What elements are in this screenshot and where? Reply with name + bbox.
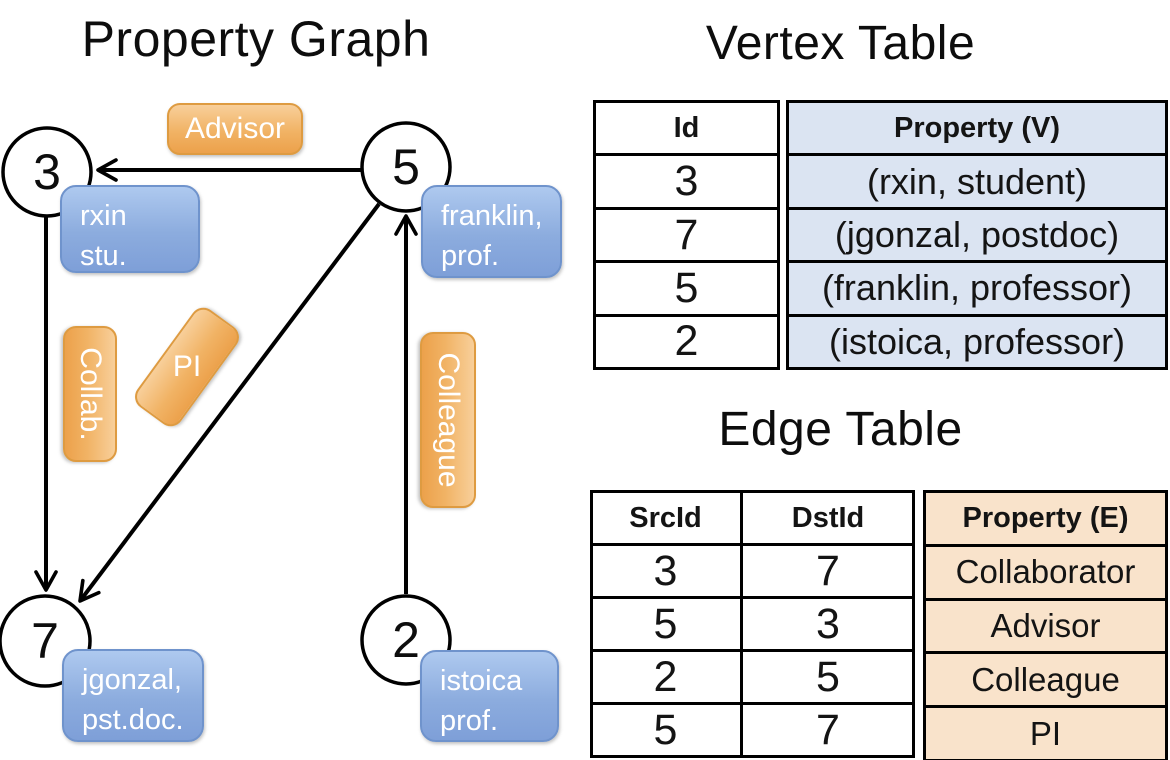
- table-cell: Colleague: [926, 651, 1165, 705]
- edge-label-advisor: Advisor: [167, 103, 303, 155]
- table-cell: 3: [653, 546, 678, 595]
- vertex-property-box-2: istoica prof.: [420, 650, 559, 742]
- table-cell: 3: [739, 599, 914, 649]
- vertex-property-2-line1: istoica: [440, 665, 523, 697]
- vertex-property-3-line1: rxin: [80, 200, 127, 232]
- vertex-id-2: 2: [392, 612, 420, 668]
- edge-label-colleague: Colleague: [420, 332, 476, 508]
- vertex-table-property-header: Property (V): [894, 111, 1060, 144]
- vertex-table-title: Vertex Table: [705, 17, 976, 70]
- edge-table-property-header: Property (E): [962, 501, 1129, 534]
- table-cell: (franklin, professor): [789, 260, 1165, 313]
- vertex-table-property-column: Property (V) (rxin, student) (jgonzal, p…: [786, 100, 1168, 370]
- edge-arrow-5-to-7: [78, 202, 381, 603]
- table-cell: Advisor: [926, 597, 1165, 652]
- table-cell: (istoica, professor): [789, 313, 1165, 367]
- edge-table-id-columns: SrcId DstId 3 7 5 3 2 5 5 7: [590, 490, 915, 758]
- edge-label-collab: Collab.: [63, 326, 117, 462]
- table-cell: (jgonzal, postdoc): [789, 206, 1165, 260]
- property-graph-canvas: [0, 121, 452, 688]
- vertex-property-3-line2: stu.: [80, 240, 127, 272]
- vertex-property-7-line1: jgonzal,: [82, 664, 182, 696]
- vertex-property-5-line2: prof.: [441, 240, 500, 272]
- vertex-id-3: 3: [33, 144, 61, 200]
- edge-table-dstid-header: DstId: [739, 493, 914, 543]
- vertex-id-7: 7: [31, 613, 59, 669]
- edge-table-property-column: Property (E) Collaborator Advisor Collea…: [923, 490, 1168, 760]
- vertex-table-id-header: Id: [673, 111, 700, 144]
- table-cell: 7: [596, 206, 777, 260]
- edge-table-title: Edge Table: [718, 403, 963, 456]
- table-cell: 2: [596, 313, 777, 367]
- table-cell: 5: [653, 599, 678, 648]
- table-cell: 3: [596, 153, 777, 206]
- edge-label-pi-text: PI: [172, 350, 202, 384]
- table-cell: 7: [739, 546, 914, 596]
- table-cell: 7: [739, 705, 914, 755]
- vertex-property-5-line1: franklin,: [441, 200, 543, 232]
- vertex-id-5: 5: [392, 139, 420, 195]
- table-cell: (rxin, student): [789, 153, 1165, 206]
- property-graph-title: Property Graph: [81, 11, 431, 67]
- table-cell: PI: [926, 705, 1165, 759]
- vertex-property-7-line2: pst.doc.: [82, 704, 184, 736]
- table-cell: 5: [739, 652, 914, 702]
- vertex-property-box-7: jgonzal, pst.doc.: [62, 649, 204, 742]
- table-cell: Collaborator: [926, 543, 1165, 598]
- vertex-table-id-column: Id 3 7 5 2: [593, 100, 780, 370]
- table-cell: 5: [596, 260, 777, 313]
- table-cell: 2: [653, 652, 678, 701]
- vertex-property-2-line2: prof.: [440, 705, 499, 737]
- edge-table-srcid-header: SrcId: [629, 501, 702, 534]
- table-cell: 5: [653, 705, 678, 754]
- vertex-property-box-3: rxin stu.: [60, 185, 200, 273]
- vertex-property-box-5: franklin, prof.: [421, 185, 562, 278]
